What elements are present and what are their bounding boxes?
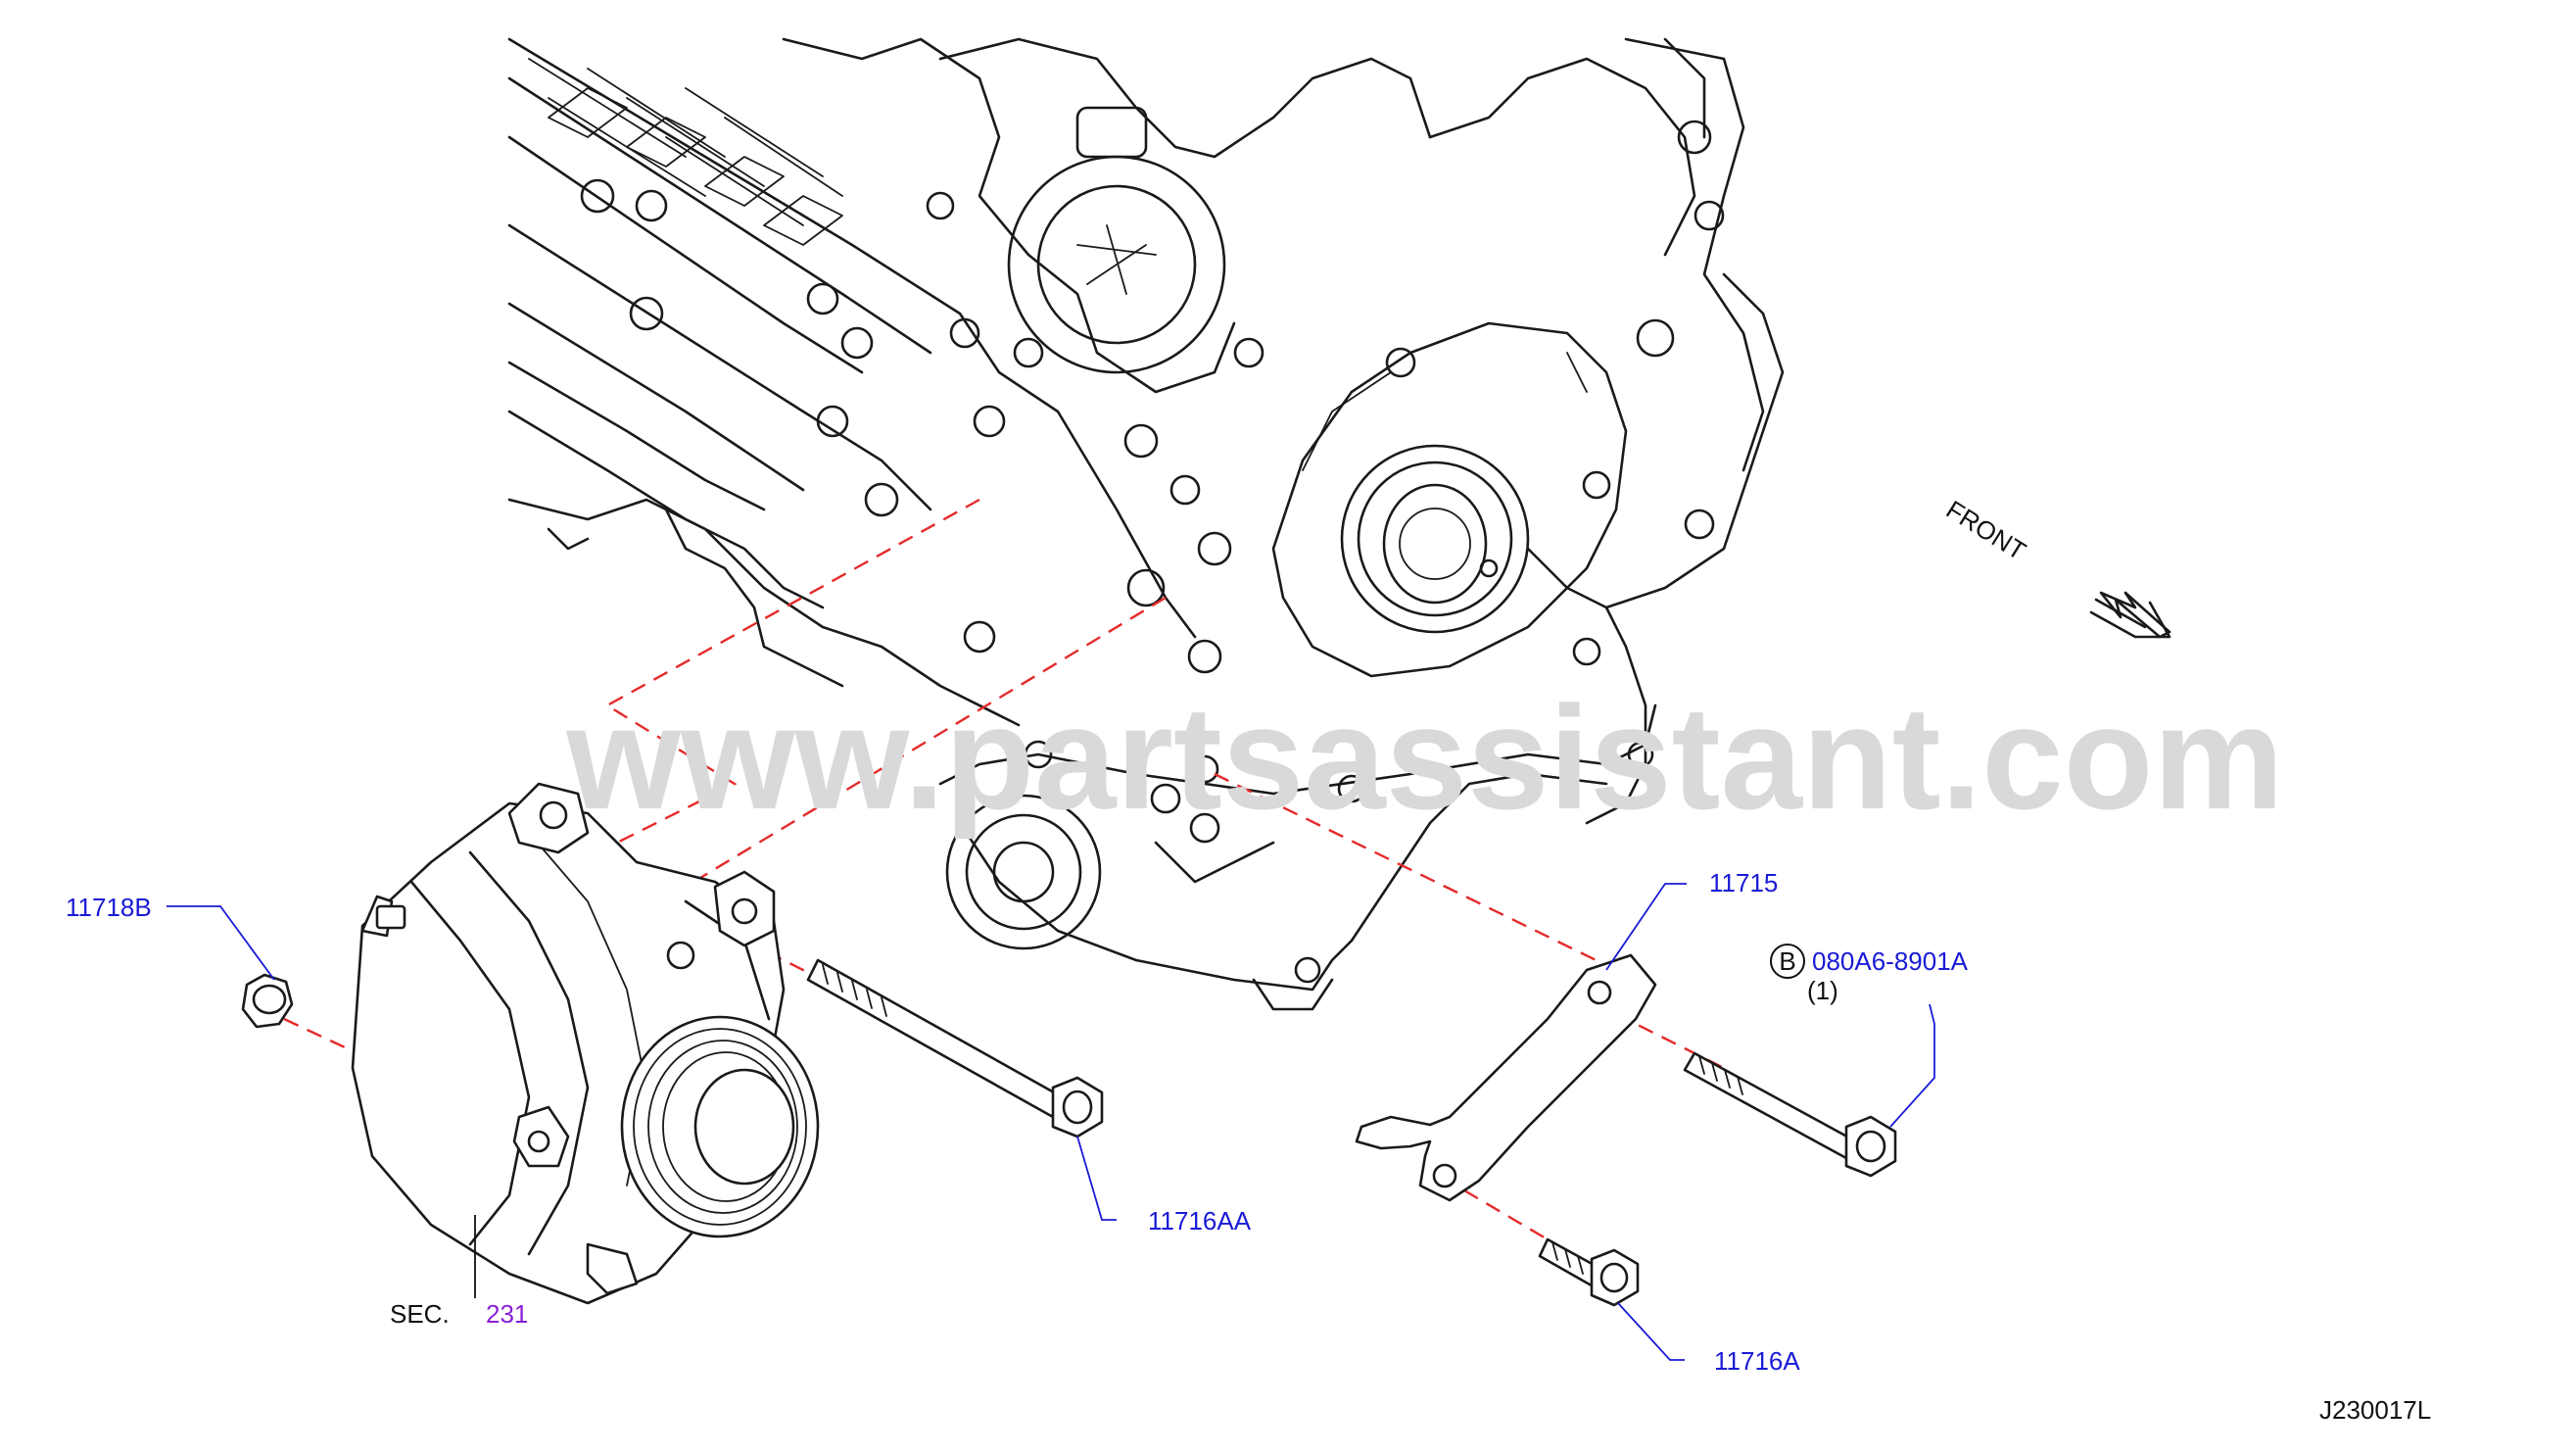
front-label: FRONT <box>1941 495 2031 566</box>
figure-code: J230017L <box>2319 1395 2431 1425</box>
engine-bolt-bosses <box>580 120 1725 984</box>
long-bolt-11716aa[interactable] <box>806 958 1104 1139</box>
callout-11715[interactable]: 11715 <box>1709 868 1778 897</box>
front-indicator: FRONT <box>1941 495 2171 639</box>
callout-11718b[interactable]: 11718B <box>66 893 152 922</box>
quantity-label: (1) <box>1807 976 1838 1005</box>
reference-marker-b: B <box>1779 946 1795 976</box>
front-arrow-icon <box>2099 591 2171 639</box>
section-prefix: SEC. <box>390 1299 450 1329</box>
reference-marker-b-circle <box>1770 944 1805 979</box>
nut-11718b[interactable] <box>241 973 294 1029</box>
callout-11716aa[interactable]: 11716AA <box>1148 1206 1252 1236</box>
alternator-pulley <box>620 1015 820 1238</box>
bolt-080a6-8901a[interactable] <box>1683 1051 1897 1178</box>
callout-080a6-8901a[interactable]: 080A6-8901A <box>1812 946 1969 976</box>
callout-leaders <box>167 883 1935 1361</box>
engine-block <box>507 37 1785 1011</box>
bracket-11715[interactable] <box>1355 953 1657 1202</box>
callout-11716a[interactable]: 11716A <box>1714 1346 1800 1376</box>
short-bolt-11716a[interactable] <box>1538 1237 1640 1307</box>
section-link-231[interactable]: 231 <box>486 1299 528 1329</box>
watermark: www.partsassistant.com <box>565 675 2283 840</box>
alternator[interactable] <box>351 782 820 1305</box>
